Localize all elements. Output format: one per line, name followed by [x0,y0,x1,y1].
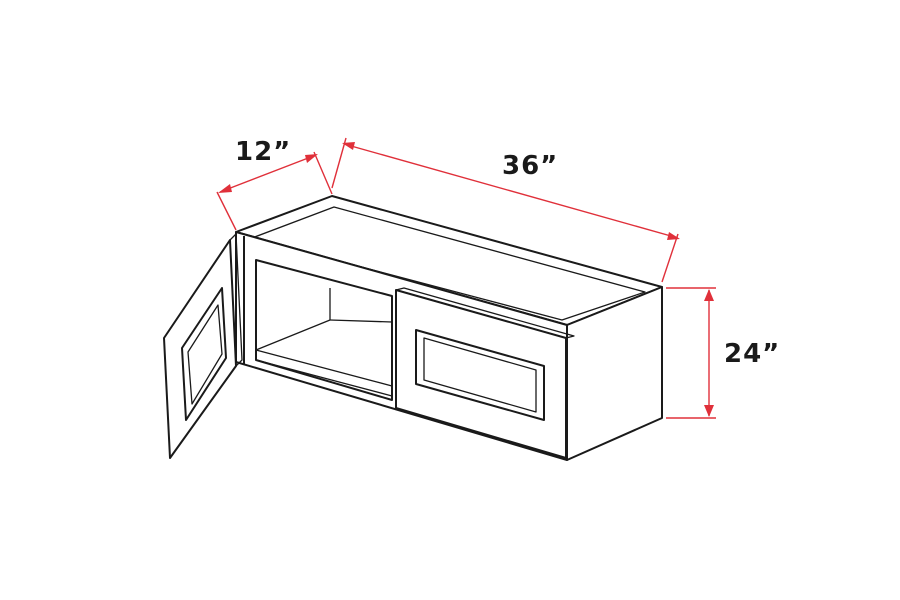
depth-arrow-left [218,184,232,193]
cabinet-top-inner [251,206,646,321]
width-extension-left [331,137,347,189]
height-arrow-top [704,289,714,301]
width-dimension-line [343,143,679,239]
right-door-panel-inner [423,337,537,413]
width-extension-right [661,233,679,283]
left-door-open [163,233,243,459]
interior-shelf-back [329,319,393,323]
width-arrow-right [667,232,680,240]
depth-dimension: 12” [216,137,333,231]
left-door-panel-inner [187,304,223,405]
height-dimension: 24” [666,287,780,419]
depth-extension-right [313,151,333,195]
depth-label: 12” [235,137,291,167]
height-label: 24” [724,339,780,369]
depth-arrow-right [305,154,318,163]
left-door-panel [181,287,227,421]
depth-dimension-line [219,154,317,193]
right-door-panel [415,329,545,421]
cabinet-body [235,195,663,461]
right-door-edge [395,287,575,339]
interior-shelf-front [255,349,393,397]
interior-shelf-left [255,319,331,351]
left-door-thickness [229,233,243,367]
width-dimension: 36” [331,137,680,283]
depth-extension-left [216,191,237,231]
width-label: 36” [502,151,558,181]
width-arrow-left [342,142,355,150]
height-arrow-bottom [704,405,714,417]
